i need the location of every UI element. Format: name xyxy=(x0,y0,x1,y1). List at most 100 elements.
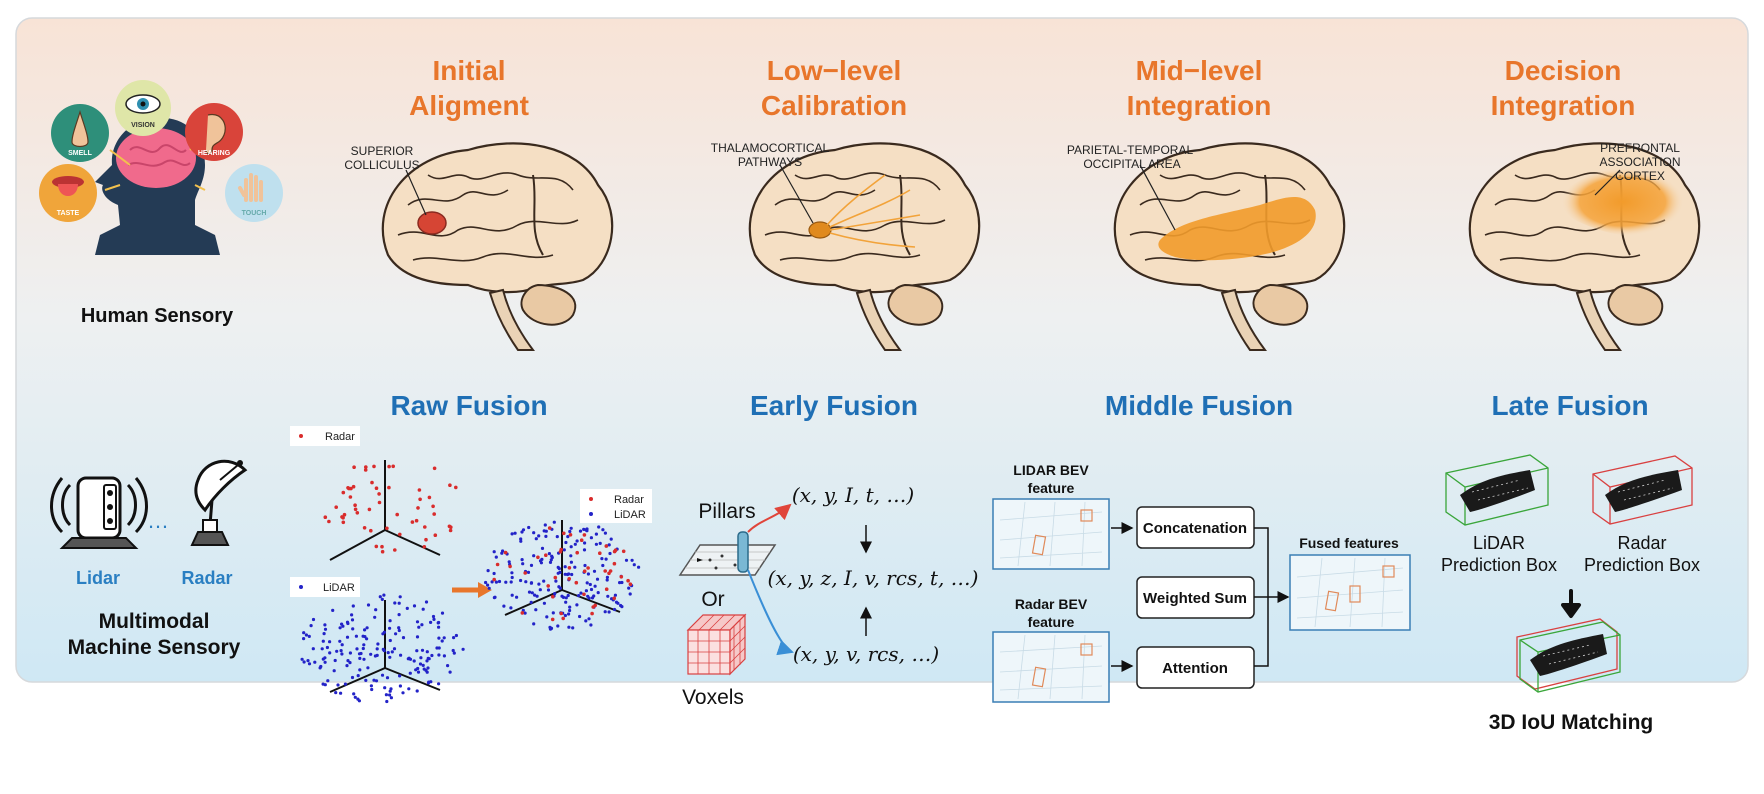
point xyxy=(425,650,429,654)
point xyxy=(547,552,552,556)
point xyxy=(449,525,453,529)
point xyxy=(311,617,316,622)
point xyxy=(452,651,456,655)
point xyxy=(612,596,616,601)
point xyxy=(546,588,551,592)
point xyxy=(420,648,425,652)
point xyxy=(302,660,306,664)
point xyxy=(492,596,496,600)
lidar-tuple: (x, y, I, t, …) xyxy=(792,483,914,507)
point xyxy=(566,593,570,598)
or-label: Or xyxy=(701,588,724,611)
point xyxy=(448,670,452,674)
point xyxy=(432,512,437,516)
fused-point-cloud: Radar LiDAR xyxy=(484,489,652,631)
point xyxy=(328,640,332,644)
point xyxy=(388,619,392,623)
point xyxy=(542,601,547,605)
point xyxy=(372,464,376,469)
point xyxy=(351,627,355,631)
fusion-title-raw: Raw Fusion xyxy=(390,390,547,421)
point xyxy=(410,520,415,524)
point xyxy=(361,634,365,638)
point xyxy=(532,554,536,558)
region-label: COLLICULUS xyxy=(344,158,419,172)
point xyxy=(573,565,577,569)
point xyxy=(341,516,345,520)
brain-superior-colliculus xyxy=(381,142,614,352)
point xyxy=(376,642,380,646)
point xyxy=(527,590,532,594)
point xyxy=(567,577,571,581)
fusion-op-weighted-sum: Weighted Sum xyxy=(1136,576,1255,619)
legend-box xyxy=(580,489,652,523)
point xyxy=(391,464,396,469)
point xyxy=(578,529,583,533)
point xyxy=(358,668,362,672)
point xyxy=(532,531,536,535)
point xyxy=(600,557,604,561)
voxel-cube-icon xyxy=(686,613,747,676)
point xyxy=(333,658,337,663)
fusion-title-late: Late Fusion xyxy=(1491,390,1648,421)
point xyxy=(585,581,589,585)
point xyxy=(328,651,332,655)
point xyxy=(395,512,400,517)
point xyxy=(492,550,496,554)
point xyxy=(492,577,497,582)
legend-marker xyxy=(589,512,593,516)
point xyxy=(507,560,511,564)
point xyxy=(575,550,579,555)
sense-label: VISION xyxy=(131,122,155,129)
point xyxy=(554,579,558,583)
point xyxy=(353,503,357,508)
point xyxy=(448,483,452,488)
point xyxy=(568,605,572,609)
point xyxy=(492,571,496,576)
point xyxy=(604,544,609,548)
stage-title-decision-line2: Integration xyxy=(1491,90,1636,121)
point xyxy=(437,646,441,650)
point xyxy=(502,604,506,608)
point xyxy=(537,582,541,586)
legend-marker xyxy=(589,497,593,501)
point xyxy=(591,605,595,609)
point xyxy=(387,464,391,469)
point xyxy=(385,699,389,704)
point xyxy=(430,653,434,658)
point xyxy=(323,683,327,687)
point xyxy=(416,666,420,671)
point xyxy=(603,610,607,614)
legend-radar-label: Radar xyxy=(325,431,355,443)
legend-box xyxy=(290,426,360,446)
point xyxy=(357,699,361,703)
point xyxy=(620,580,624,585)
point xyxy=(442,654,446,658)
point xyxy=(589,536,594,540)
point xyxy=(393,601,397,605)
point xyxy=(603,569,607,573)
point xyxy=(582,569,587,573)
point xyxy=(348,661,352,665)
point xyxy=(309,624,313,628)
op-label: Concatenation xyxy=(1143,520,1247,537)
point xyxy=(323,656,327,660)
point xyxy=(397,601,401,605)
point xyxy=(537,534,541,538)
fusion-title-early: Early Fusion xyxy=(750,390,918,421)
point xyxy=(416,506,420,510)
fusion-title-middle: Middle Fusion xyxy=(1105,390,1293,421)
point xyxy=(619,575,624,579)
point xyxy=(346,486,350,490)
fusion-titles: Raw Fusion Early Fusion Middle Fusion La… xyxy=(390,390,1648,421)
point xyxy=(553,592,557,596)
legend-radar-label: Radar xyxy=(614,494,644,506)
point xyxy=(332,669,336,673)
region-label: PARIETAL-TEMPORAL- xyxy=(1067,143,1197,157)
point xyxy=(405,606,409,611)
point xyxy=(397,628,401,633)
point xyxy=(571,626,575,630)
point xyxy=(398,674,402,678)
point xyxy=(618,581,622,585)
legend-marker xyxy=(299,434,303,438)
